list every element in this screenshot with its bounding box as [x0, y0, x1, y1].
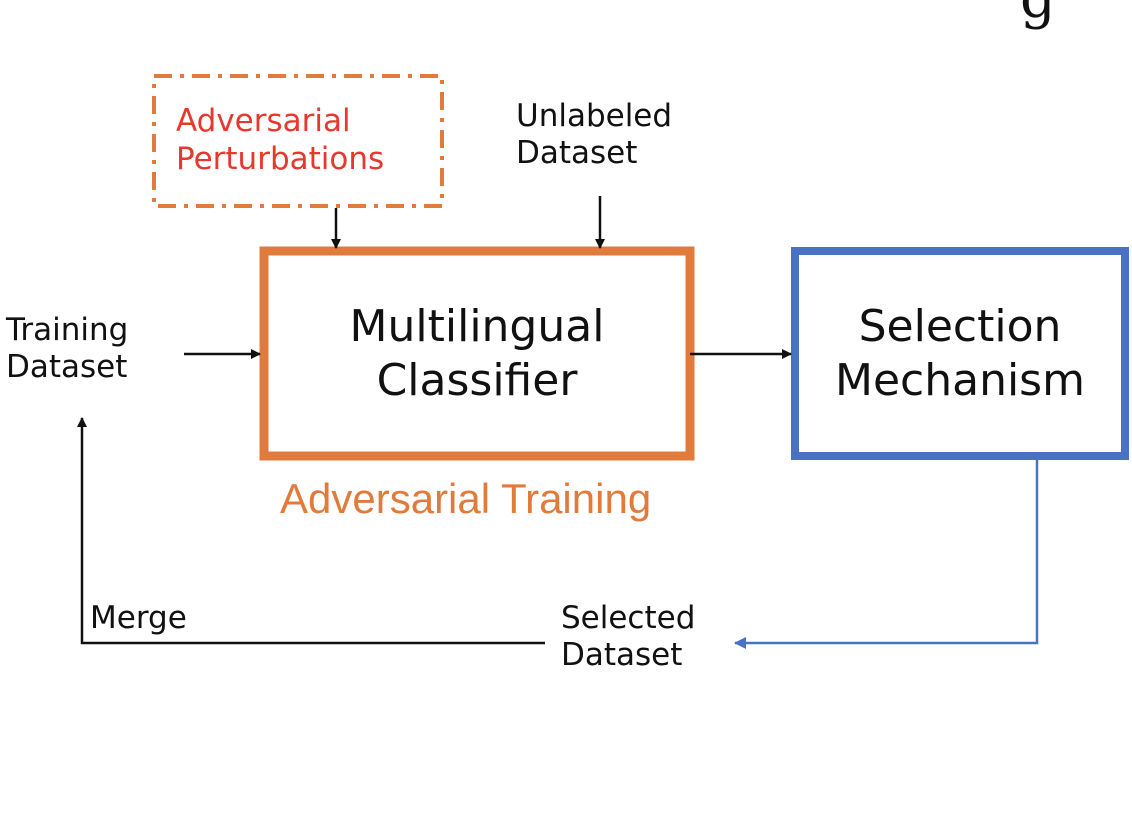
arrow-selection-to-selected-dataset — [734, 460, 1039, 649]
top-cut-text-glyph: g — [1020, 0, 1056, 31]
adversarial-perturbations-line2: Perturbations — [176, 141, 385, 177]
top-cut-text: g — [1020, 0, 1056, 32]
merge-text: Merge — [90, 600, 187, 636]
adversarial-training-text: Adversarial Training — [280, 475, 652, 522]
training-dataset-line1: Training — [6, 312, 129, 348]
selected-dataset-line1: Selected — [561, 600, 696, 636]
adversarial-perturbations-box — [152, 74, 444, 208]
selection-line2: Mechanism — [835, 354, 1085, 406]
unlabeled-dataset-line2: Dataset — [516, 134, 638, 171]
unlabeled-dataset-label: Unlabeled Dataset — [516, 98, 672, 171]
selected-dataset-line2: Dataset — [561, 636, 683, 673]
unlabeled-dataset-line1: Unlabeled — [516, 98, 673, 134]
selected-dataset-label: Selected Dataset — [561, 600, 695, 673]
classifier-line2: Classifier — [376, 354, 578, 406]
selection-mechanism-text: Selection Mechanism — [799, 256, 1121, 451]
adversarial-perturbations-label: Adversarial Perturbations — [160, 86, 416, 196]
selection-line1: Selection — [858, 300, 1062, 352]
arrow-merge-to-training — [77, 417, 545, 645]
training-dataset-label: Training Dataset — [6, 312, 128, 385]
adversarial-perturbations-line1: Adversarial — [176, 103, 351, 140]
selection-mechanism-box — [791, 247, 1129, 460]
training-dataset-line2: Dataset — [6, 348, 128, 385]
classifier-line1: Multilingual — [349, 300, 605, 352]
merge-label: Merge — [90, 600, 187, 637]
multilingual-classifier-text: Multilingual Classifier — [268, 256, 686, 451]
adversarial-training-label: Adversarial Training — [280, 474, 651, 524]
